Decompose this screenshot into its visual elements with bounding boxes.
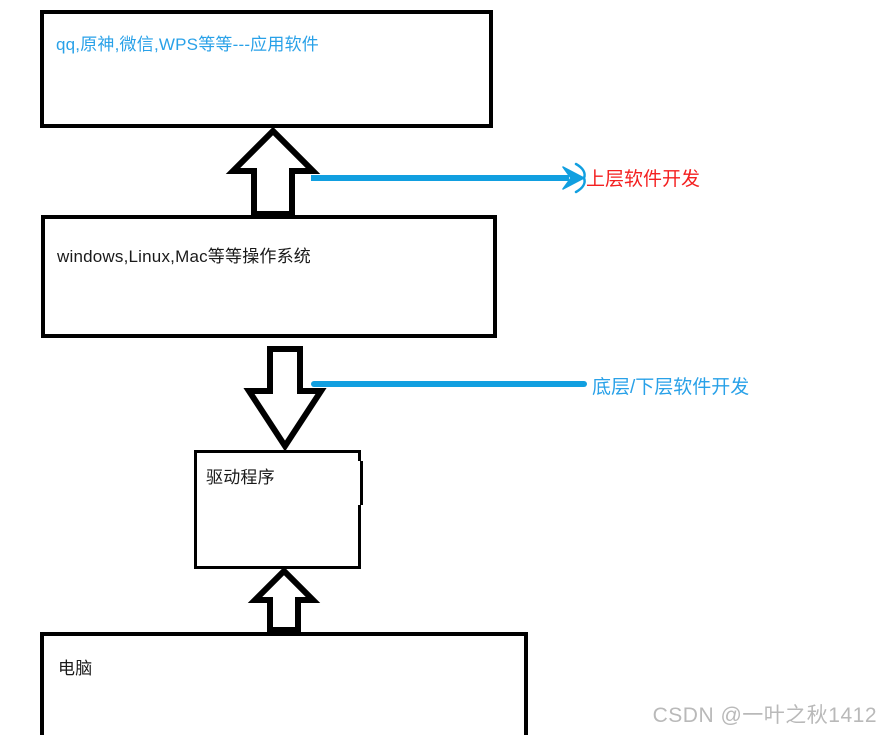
annotation-upper-layer-line <box>311 175 569 181</box>
annotation-lower-layer-label: 底层/下层软件开发 <box>592 377 750 398</box>
box-application-software: qq,原神,微信,WPS等等---应用软件 <box>40 10 493 128</box>
box-operating-system: windows,Linux,Mac等等操作系统 <box>41 215 497 338</box>
annotation-upper-layer-label: 上层软件开发 <box>586 169 701 190</box>
box-driver-program: 驱动程序 <box>194 450 361 569</box>
box-application-software-label: qq,原神,微信,WPS等等---应用软件 <box>56 35 319 54</box>
box-driver-program-label: 驱动程序 <box>206 468 275 487</box>
box-computer: 电脑 <box>40 632 528 735</box>
csdn-watermark: CSDN @一叶之秋1412 <box>652 704 877 727</box>
box-operating-system-label: windows,Linux,Mac等等操作系统 <box>57 247 311 266</box>
annotation-lower-layer-line <box>311 381 587 387</box>
arrow-os-to-application-up <box>225 126 321 218</box>
arrow-computer-to-driver-up <box>247 566 321 634</box>
arrow-os-to-driver-down <box>243 346 327 452</box>
box-computer-label: 电脑 <box>58 659 93 678</box>
arrowhead-icon <box>562 162 588 199</box>
